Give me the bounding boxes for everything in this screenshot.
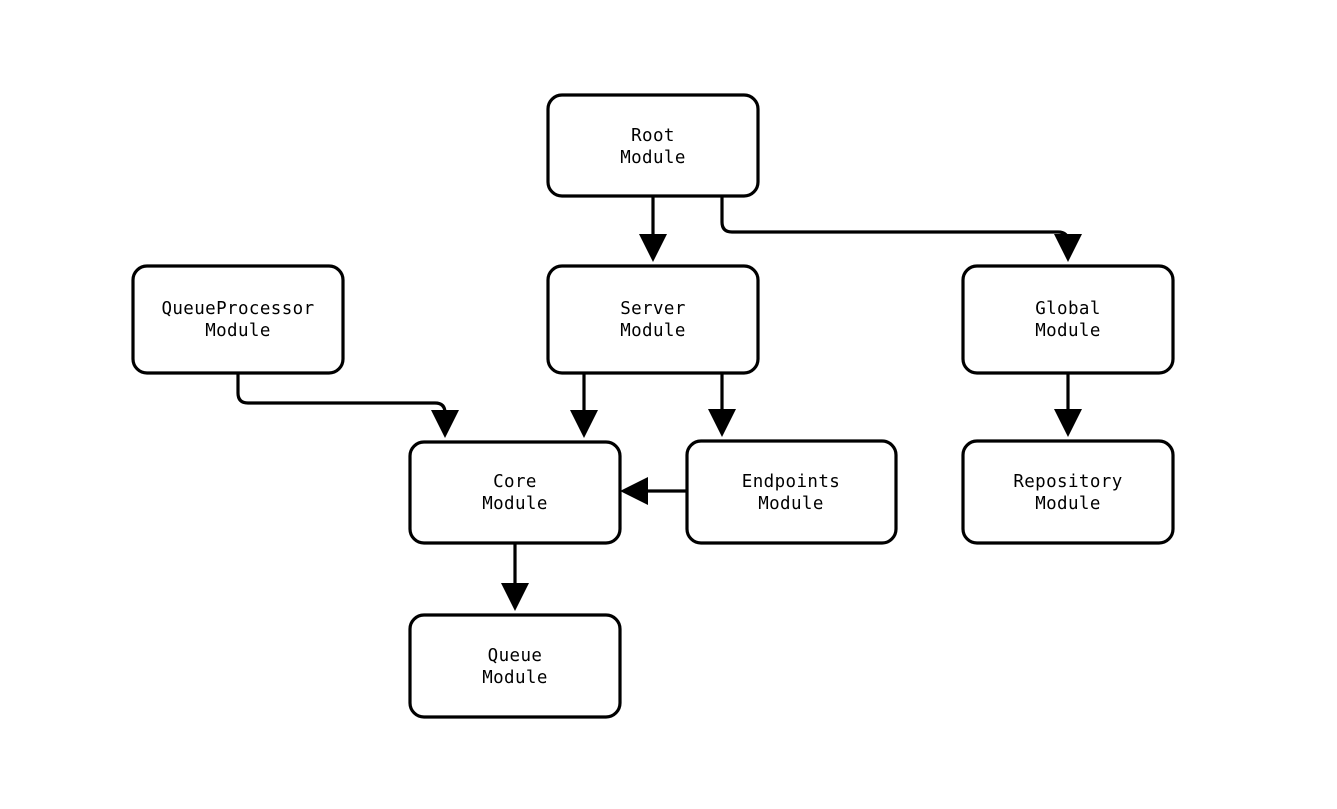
- arrowhead-icon: [620, 477, 648, 505]
- node-server-module-label-line2: Module: [620, 321, 686, 341]
- edge-server-to-core: [570, 373, 598, 438]
- node-root-module-label-line1: Root: [631, 126, 675, 146]
- node-root-module-box[interactable]: [546, 93, 760, 198]
- node-endpoints-module-box[interactable]: [685, 439, 898, 545]
- node-queue-module-label-line2: Module: [482, 668, 548, 688]
- node-endpoints-module-label-line1: Endpoints: [742, 472, 840, 492]
- node-global-module-label-line2: Module: [1035, 321, 1101, 341]
- arrowhead-icon: [1054, 234, 1082, 262]
- arrowhead-icon: [708, 409, 736, 437]
- edge-root-to-server: [639, 196, 667, 262]
- edge-core-to-queue: [501, 543, 529, 611]
- edge-server-to-endpoints: [708, 373, 736, 437]
- edge-root-to-global: [720, 196, 1082, 262]
- node-repository-module-box[interactable]: [961, 439, 1175, 545]
- arrowhead-icon: [431, 410, 459, 438]
- node-core-module-label-line2: Module: [482, 494, 548, 514]
- node-queue-module[interactable]: Queue Module: [408, 613, 622, 719]
- node-queueprocessor-module-box[interactable]: [131, 264, 345, 375]
- node-core-module-label-line1: Core: [493, 472, 537, 492]
- node-queueprocessor-module-label-line1: QueueProcessor: [161, 299, 314, 319]
- node-repository-module[interactable]: Repository Module: [961, 439, 1175, 545]
- node-server-module[interactable]: Server Module: [546, 264, 760, 375]
- node-layer: Root Module QueueProcessor Module Server…: [131, 93, 1175, 719]
- arrowhead-icon: [501, 583, 529, 611]
- node-root-module[interactable]: Root Module: [546, 93, 760, 198]
- node-repository-module-label-line2: Module: [1035, 494, 1101, 514]
- node-core-module-box[interactable]: [408, 440, 622, 545]
- node-queueprocessor-module[interactable]: QueueProcessor Module: [131, 264, 345, 375]
- node-core-module[interactable]: Core Module: [408, 440, 622, 545]
- node-endpoints-module[interactable]: Endpoints Module: [685, 439, 898, 545]
- edge-endpoints-to-core: [620, 477, 687, 505]
- node-queueprocessor-module-label-line2: Module: [205, 321, 271, 341]
- node-global-module[interactable]: Global Module: [961, 264, 1175, 375]
- arrowhead-icon: [570, 410, 598, 438]
- node-global-module-box[interactable]: [961, 264, 1175, 375]
- node-queue-module-box[interactable]: [408, 613, 622, 719]
- node-global-module-label-line1: Global: [1035, 299, 1101, 319]
- node-endpoints-module-label-line2: Module: [758, 494, 824, 514]
- node-server-module-label-line1: Server: [620, 299, 686, 319]
- edge-global-to-repository: [1054, 373, 1082, 437]
- node-root-module-label-line2: Module: [620, 148, 686, 168]
- node-repository-module-label-line1: Repository: [1013, 472, 1122, 492]
- edge-queueprocessor-to-core: [236, 373, 459, 438]
- arrowhead-icon: [1054, 409, 1082, 437]
- edge-layer: [236, 196, 1082, 611]
- node-queue-module-label-line1: Queue: [488, 646, 543, 666]
- arrowhead-icon: [639, 234, 667, 262]
- node-server-module-box[interactable]: [546, 264, 760, 375]
